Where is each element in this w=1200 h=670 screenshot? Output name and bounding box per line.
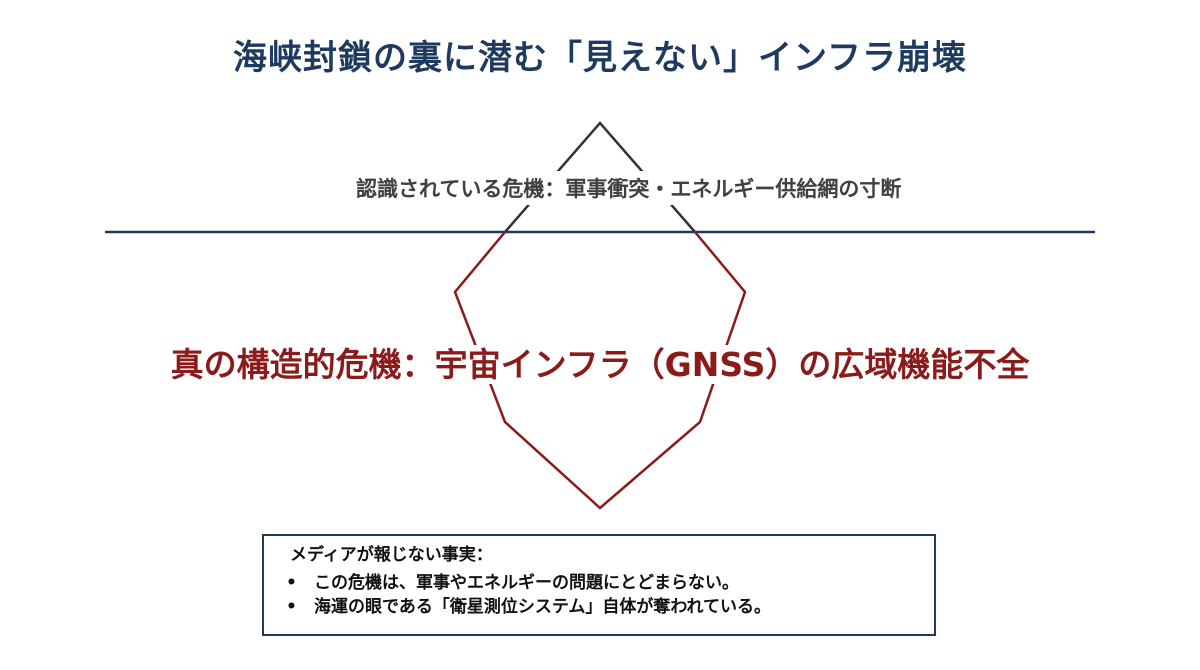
fact-heading: メディアが報じない事実： (290, 545, 493, 565)
list-item: • この危機は、軍事やエネルギーの問題にとどまらない。 (278, 571, 920, 595)
iceberg-submerged-outline (453, 231, 747, 510)
fact-text: 海運の眼である「衛星測位システム」自体が奪われている。 (314, 597, 771, 617)
slide-title: 海峡封鎖の裏に潜む「見えない」インフラ崩壊 (233, 38, 967, 78)
core-crisis-label: 真の構造的危機：宇宙インフラ（GNSS）の広域機能不全 (164, 345, 1036, 384)
fact-text: この危機は、軍事やエネルギーの問題にとどまらない。 (314, 573, 739, 593)
hidden-facts-box: メディアが報じない事実： • この危機は、軍事やエネルギーの問題にとどまらない。… (262, 534, 936, 636)
bullet-icon: • (286, 573, 297, 593)
core-crisis-label-wrap: 真の構造的危機：宇宙インフラ（GNSS）の広域機能不全 (0, 338, 1200, 386)
list-item: • 海運の眼である「衛星測位システム」自体が奪われている。 (278, 595, 920, 619)
fact-list: • この危機は、軍事やエネルギーの問題にとどまらない。 • 海運の眼である「衛星… (278, 571, 920, 619)
surface-crisis-label: 認識されている危機：軍事衝突・エネルギー供給網の寸断 (352, 171, 906, 205)
bullet-icon: • (286, 597, 297, 617)
